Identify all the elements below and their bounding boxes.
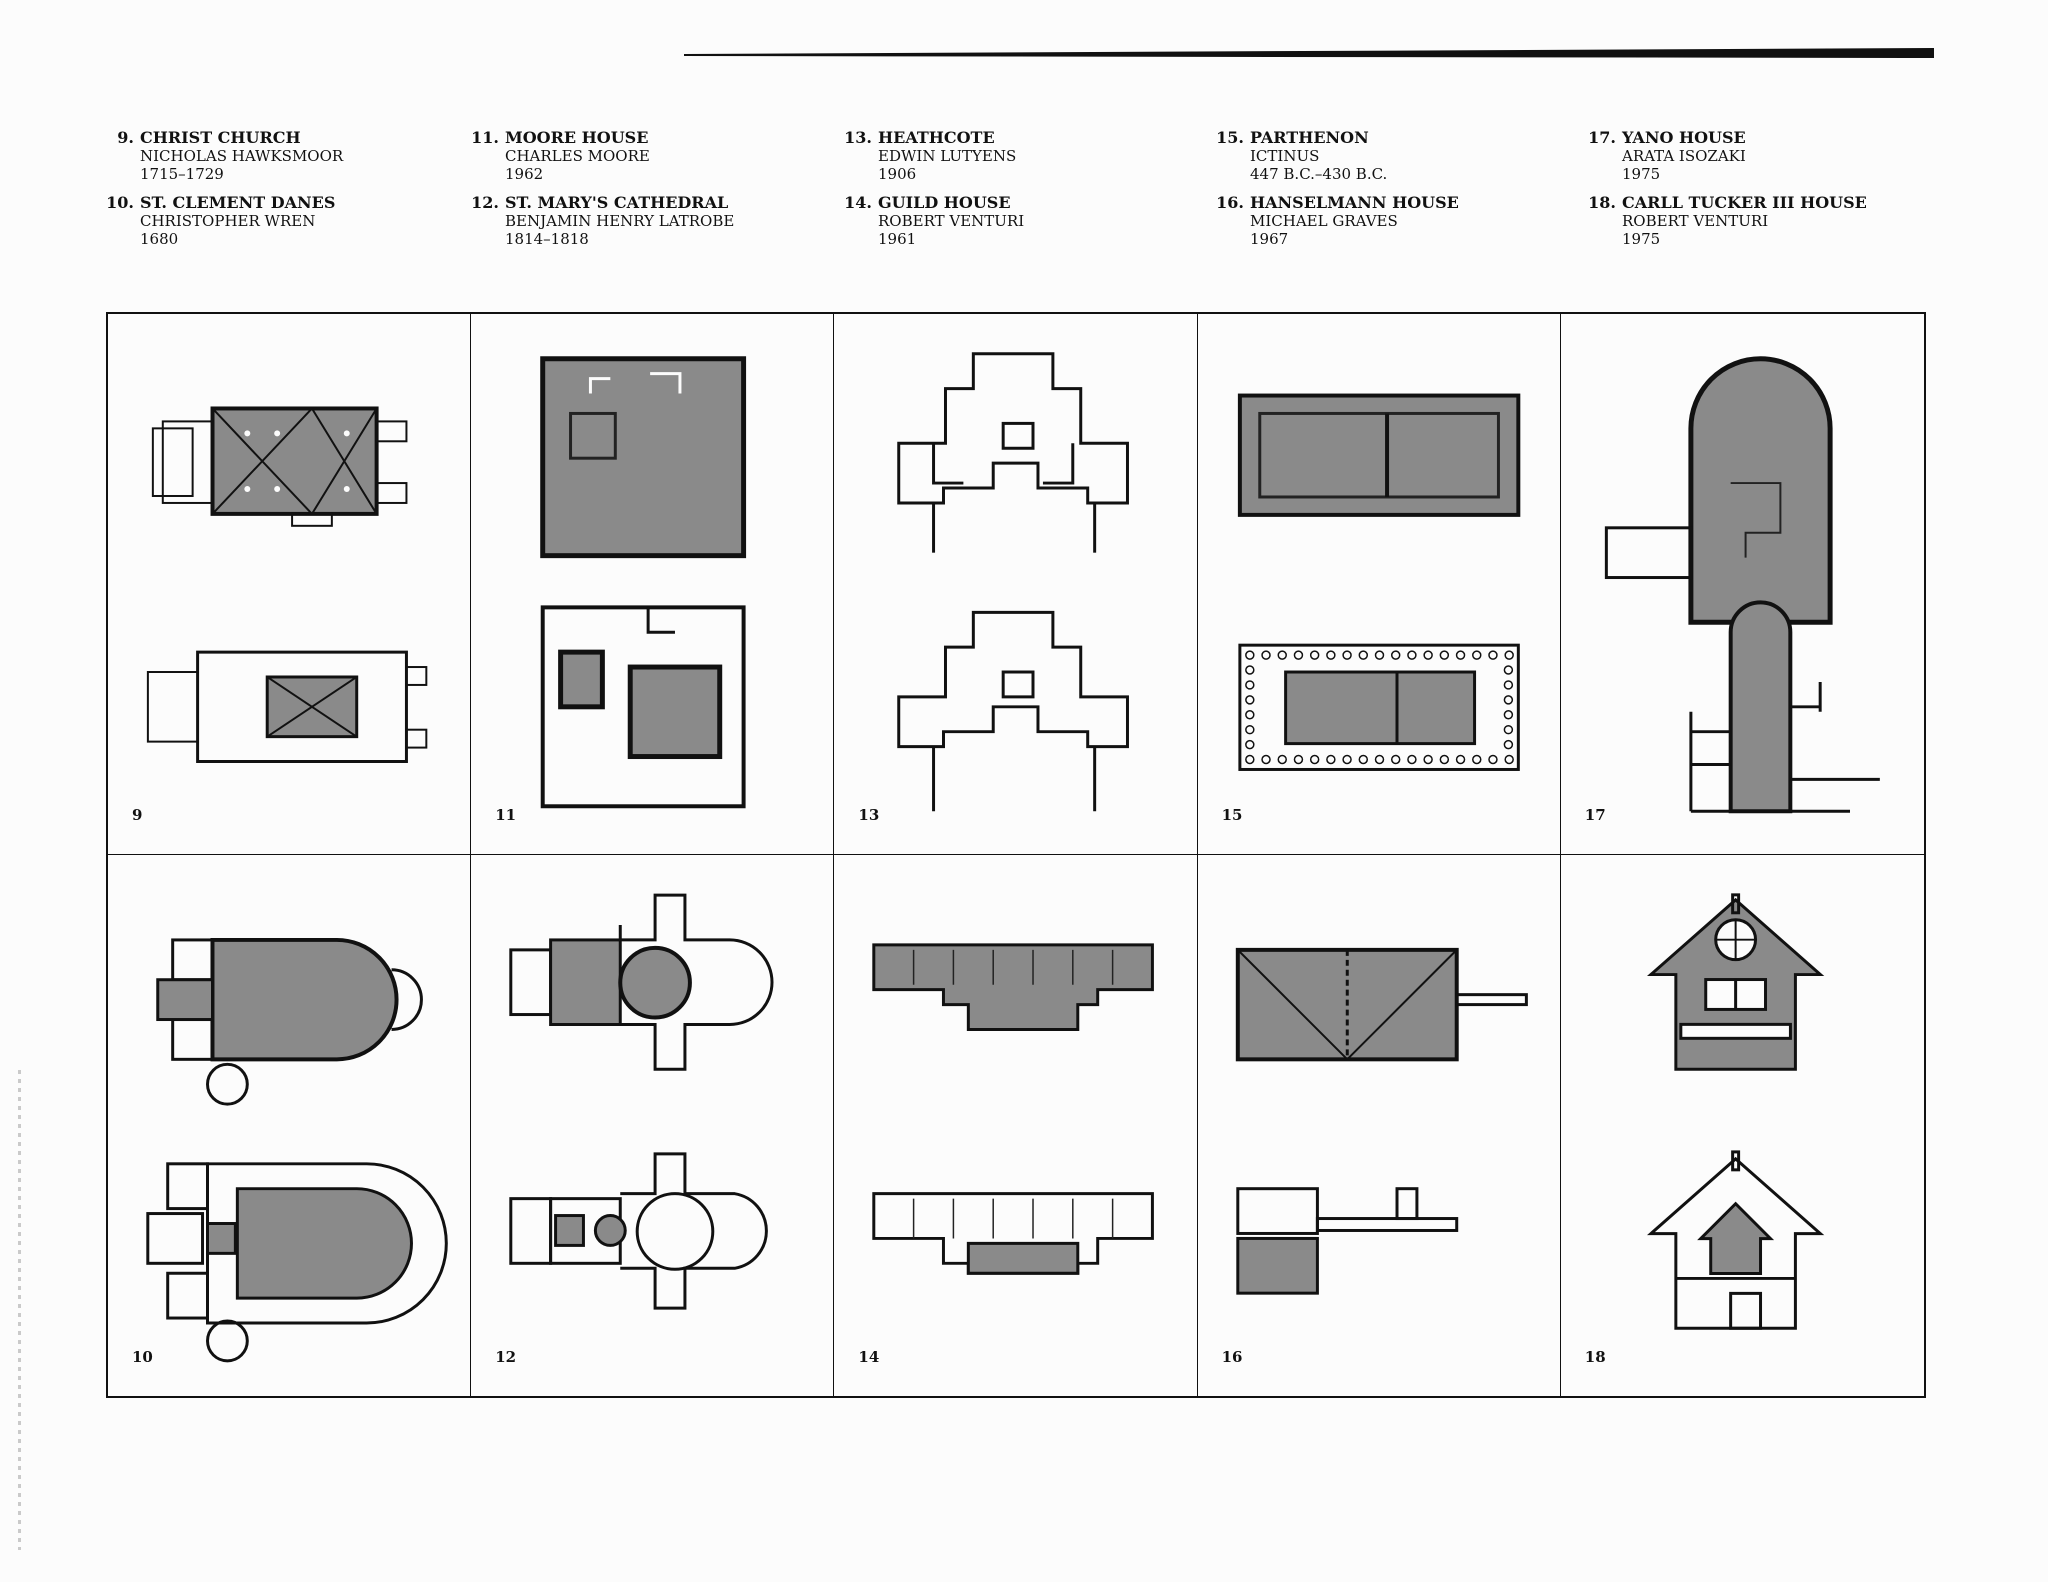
panel-17: 17 (1560, 314, 1924, 855)
guild-house-plans (872, 943, 1155, 1275)
building-name: HEATHCOTE (878, 128, 995, 147)
building-name: CARLL TUCKER III HOUSE (1622, 193, 1867, 212)
architect-name: MICHAEL GRAVES (1250, 212, 1398, 230)
building-date: 447 B.C.–430 B.C. (1250, 165, 1388, 183)
panel-number: 14 (858, 1348, 880, 1366)
parthenon-plans (1237, 393, 1520, 771)
architect-name: ROBERT VENTURI (1622, 212, 1769, 230)
moore-house-plans (540, 356, 747, 809)
panel-number: 10 (132, 1348, 153, 1366)
st-clement-danes-plans (146, 937, 448, 1363)
yano-house-plans (1604, 356, 1880, 814)
christ-church-plans (146, 406, 428, 764)
building-name: GUILD HOUSE (878, 193, 1011, 212)
architect-name: ICTINUS (1250, 147, 1320, 165)
architect-name: ARATA ISOZAKI (1622, 147, 1746, 165)
hanselmann-house-plans (1235, 947, 1528, 1295)
entry-number: 13. (844, 128, 872, 147)
panel-15: 15 (1197, 314, 1561, 855)
entry-number: 17. (1588, 128, 1616, 147)
entry-number: 18. (1588, 193, 1616, 212)
building-date: 1975 (1622, 165, 1661, 183)
panel-number: 17 (1584, 806, 1606, 824)
legend-entry-14: 14. GUILD HOUSE ROBERT VENTURI 1961 (838, 193, 1178, 248)
entry-number: 16. (1216, 193, 1244, 212)
legend-entry-18: 18. CARLL TUCKER III HOUSE ROBERT VENTUR… (1582, 193, 1922, 248)
panel-number: 11 (495, 806, 517, 824)
building-date: 1975 (1622, 230, 1661, 248)
architect-name: CHRISTOPHER WREN (140, 212, 316, 230)
legend-column-1: 9. CHRIST CHURCH NICHOLAS HAWKSMOOR 1715… (100, 128, 440, 258)
architect-name: CHARLES MOORE (505, 147, 650, 165)
legend-column-2: 11. MOORE HOUSE CHARLES MOORE 1962 12. S… (465, 128, 805, 258)
entry-number: 9. (117, 128, 134, 147)
building-name: ST. CLEMENT DANES (140, 193, 336, 212)
panel-number: 12 (495, 1348, 517, 1366)
entry-number: 12. (471, 193, 499, 212)
carll-tucker-house-elevations (1646, 893, 1825, 1330)
building-date: 1906 (878, 165, 917, 183)
legend-entry-16: 16. HANSELMANN HOUSE MICHAEL GRAVES 1967 (1210, 193, 1550, 248)
panel-number: 16 (1221, 1348, 1243, 1366)
building-date: 1680 (140, 230, 179, 248)
legend-entry-11: 11. MOORE HOUSE CHARLES MOORE 1962 (465, 128, 805, 183)
top-rule (684, 48, 1934, 58)
building-name: PARTHENON (1250, 128, 1369, 147)
building-date: 1961 (878, 230, 917, 248)
scan-margin-mark (18, 1070, 21, 1550)
entry-number: 15. (1216, 128, 1244, 147)
building-name: HANSELMANN HOUSE (1250, 193, 1459, 212)
legend-column-5: 17. YANO HOUSE ARATA ISOZAKI 1975 18. CA… (1582, 128, 1922, 258)
architect-name: ROBERT VENTURI (878, 212, 1025, 230)
architect-name: BENJAMIN HENRY LATROBE (505, 212, 735, 230)
legend-entry-9: 9. CHRIST CHURCH NICHOLAS HAWKSMOOR 1715… (100, 128, 440, 183)
legend-entry-17: 17. YANO HOUSE ARATA ISOZAKI 1975 (1582, 128, 1922, 183)
panel-14: 14 (834, 855, 1198, 1396)
architect-name: NICHOLAS HAWKSMOOR (140, 147, 344, 165)
entry-number: 10. (106, 193, 134, 212)
panel-16: 16 (1198, 855, 1561, 1396)
panel-9: 9 (108, 314, 472, 855)
st-marys-cathedral-plans (509, 893, 774, 1310)
panel-number: 15 (1221, 806, 1243, 824)
panel-18: 18 (1561, 855, 1924, 1396)
legend-column-3: 13. HEATHCOTE EDWIN LUTYENS 1906 14. GUI… (838, 128, 1178, 258)
legend-entry-15: 15. PARTHENON ICTINUS 447 B.C.–430 B.C. (1210, 128, 1550, 183)
panel-number: 13 (858, 806, 880, 824)
legend-entry-10: 10. ST. CLEMENT DANES CHRISTOPHER WREN 1… (100, 193, 440, 248)
panel-13: 13 (834, 314, 1198, 855)
panel-number: 9 (132, 806, 143, 824)
heathcote-plans (897, 352, 1130, 812)
entry-number: 14. (844, 193, 872, 212)
architect-name: EDWIN LUTYENS (878, 147, 1017, 165)
building-name: ST. MARY'S CATHEDRAL (505, 193, 729, 212)
building-date: 1715–1729 (140, 165, 224, 183)
building-name: YANO HOUSE (1622, 128, 1746, 147)
entry-number: 11. (471, 128, 499, 147)
plan-grid: 9 11 (106, 312, 1926, 1398)
panel-number: 18 (1584, 1348, 1606, 1366)
building-date: 1814–1818 (505, 230, 589, 248)
building-name: MOORE HOUSE (505, 128, 649, 147)
panel-12: 12 (471, 855, 835, 1396)
building-name: CHRIST CHURCH (140, 128, 301, 147)
legend-column-4: 15. PARTHENON ICTINUS 447 B.C.–430 B.C. … (1210, 128, 1550, 258)
building-date: 1967 (1250, 230, 1289, 248)
panel-10: 10 (108, 855, 472, 1396)
legend-entry-13: 13. HEATHCOTE EDWIN LUTYENS 1906 (838, 128, 1178, 183)
legend-entry-12: 12. ST. MARY'S CATHEDRAL BENJAMIN HENRY … (465, 193, 805, 248)
building-date: 1962 (505, 165, 544, 183)
panel-11: 11 (471, 314, 835, 855)
